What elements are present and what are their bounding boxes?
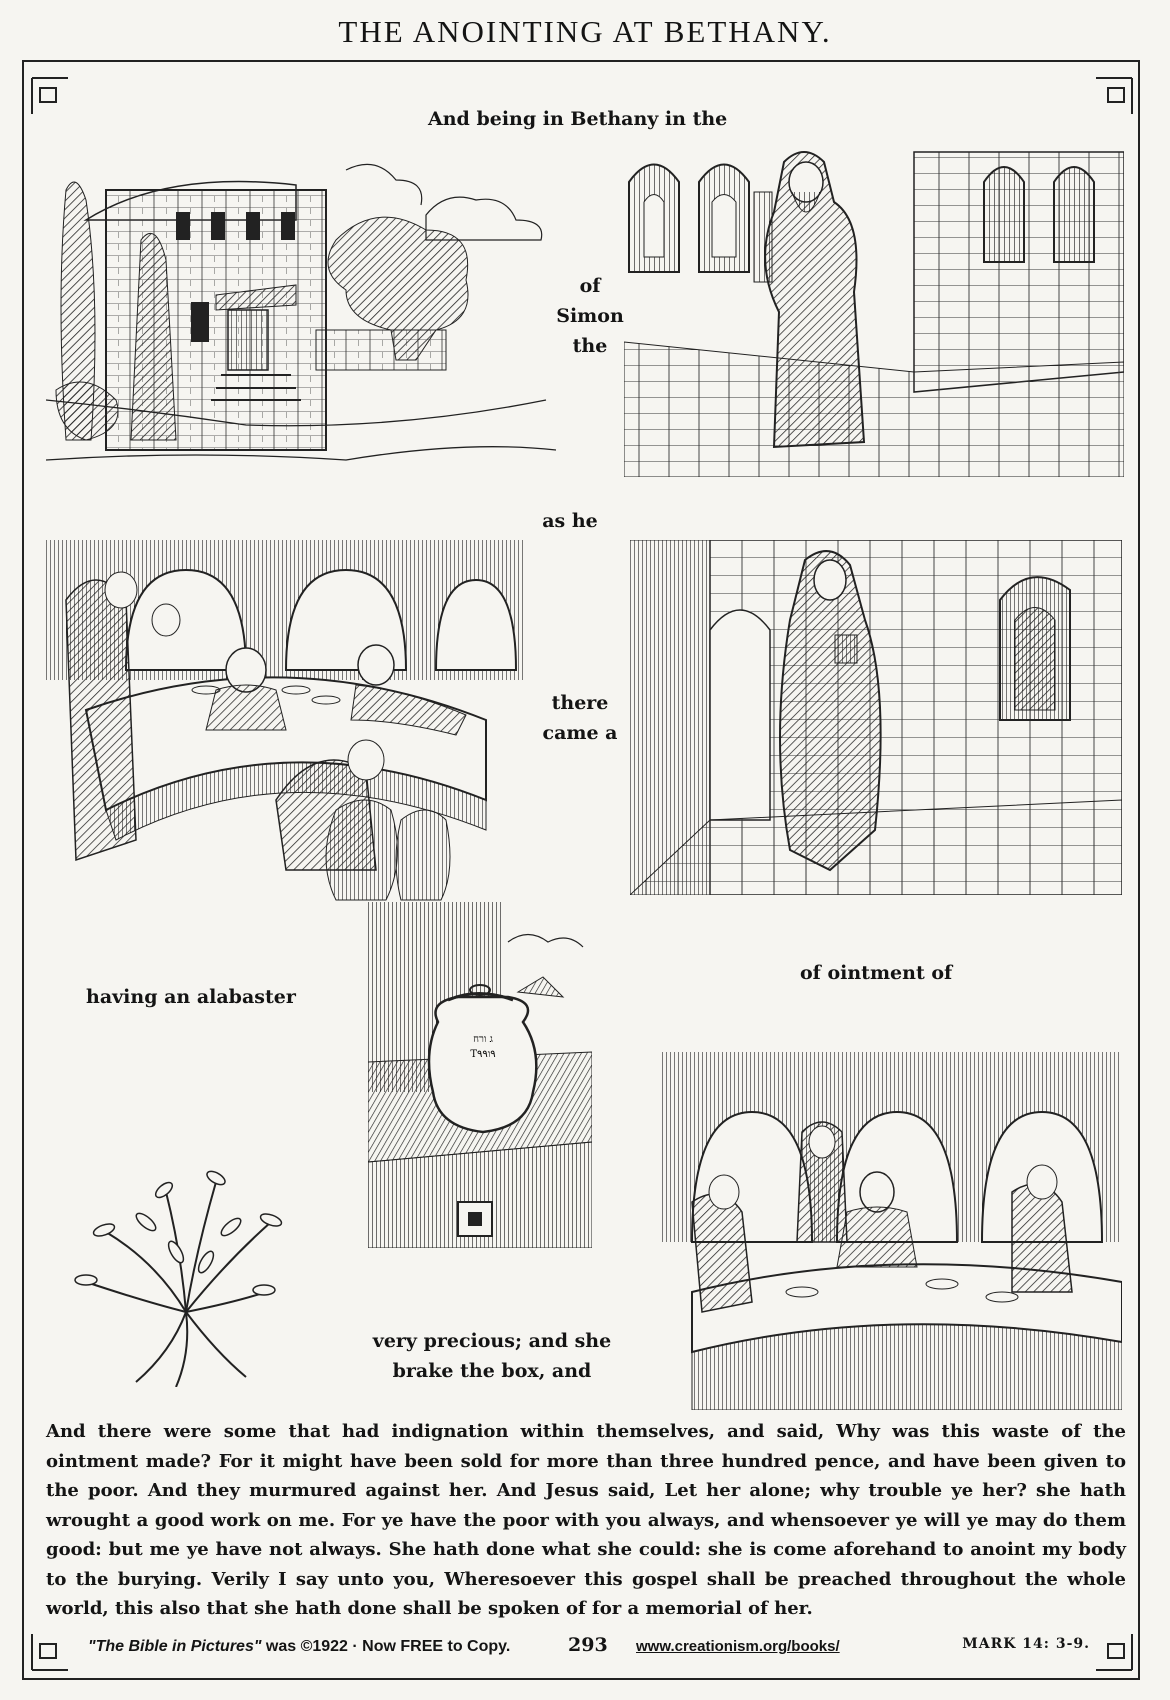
- text-simon: Simon: [556, 305, 624, 327]
- jar-label-line-1: ג ורח: [473, 1034, 493, 1045]
- jar-label-line-2: T٩ו٩٩: [470, 1049, 495, 1060]
- corner-ornament-bottom-right: [1094, 1632, 1134, 1672]
- footer-credit-title: "The Bible in Pictures": [88, 1638, 262, 1655]
- text-the: the: [572, 335, 608, 357]
- scripture-reference: MARK 14: 3-9.: [962, 1636, 1090, 1652]
- text-there: there: [551, 692, 609, 714]
- text-of: of: [579, 275, 601, 297]
- page-frame: [22, 60, 1140, 1680]
- jesus-at-supper-illustration: [46, 540, 526, 910]
- text-line-bethany: And being in Bethany in the: [428, 108, 728, 130]
- anointing-at-table-illustration: [662, 1052, 1122, 1410]
- corner-ornament-bottom-left: [30, 1632, 70, 1672]
- spikenard-plant-illustration: [56, 1112, 286, 1387]
- simon-the-leper-illustration: [624, 142, 1124, 477]
- footer-website-link[interactable]: www.creationism.org/books/: [636, 1638, 840, 1655]
- text-brake-the-box: brake the box, and: [392, 1360, 592, 1382]
- footer-credit-rest: was ©1922 · Now FREE to Copy.: [261, 1638, 511, 1655]
- text-ointment-of: of ointment of: [800, 962, 953, 984]
- text-having-alabaster: having an alabaster: [86, 986, 296, 1008]
- corner-ornament-top-right: [1094, 76, 1134, 116]
- scripture-paragraph: And there were some that had indignation…: [46, 1421, 1126, 1619]
- text-very-precious: very precious; and she: [372, 1330, 612, 1352]
- text-as-he: as he: [542, 510, 598, 532]
- page-number: 293: [568, 1634, 608, 1656]
- house-in-bethany-illustration: [46, 160, 556, 490]
- text-came-a: came a: [542, 722, 618, 744]
- footer-credit: "The Bible in Pictures" was ©1922 · Now …: [88, 1638, 510, 1656]
- woman-with-box-illustration: [630, 540, 1122, 895]
- corner-ornament-top-left: [30, 76, 70, 116]
- alabaster-box-illustration: ג ורח T٩ו٩٩: [368, 902, 592, 1248]
- page-title: THE ANOINTING AT BETHANY.: [338, 14, 832, 49]
